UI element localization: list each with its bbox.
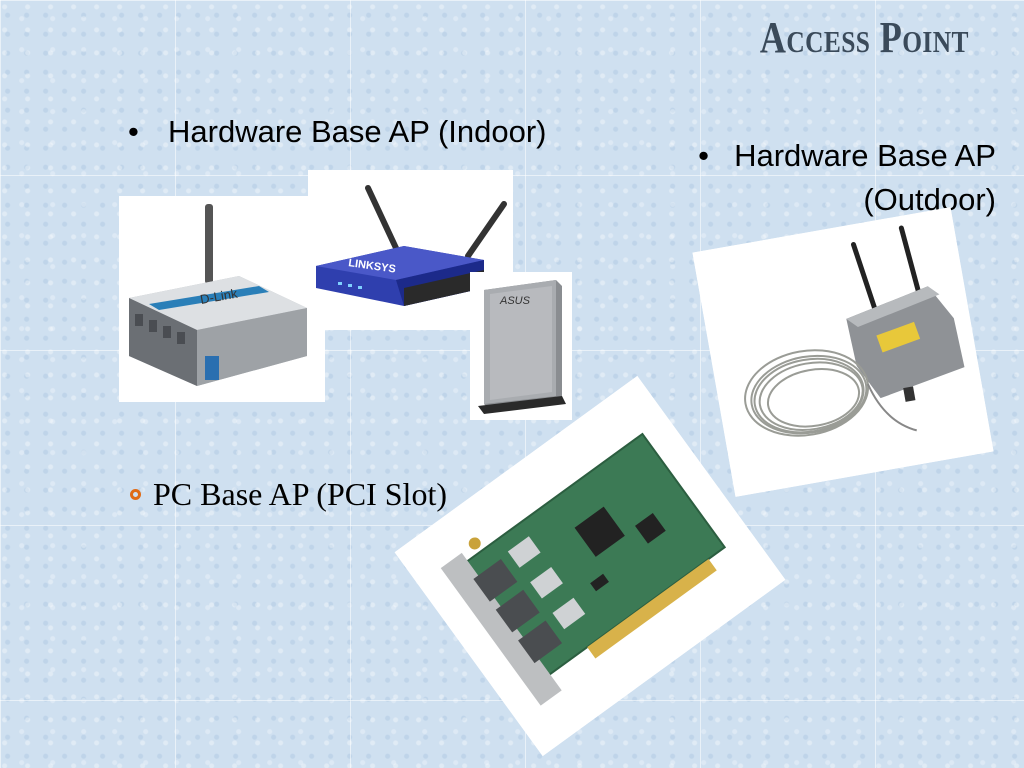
pci-card-image [394, 375, 786, 757]
bullet-indoor-text: Hardware Base AP (Indoor) [168, 114, 547, 149]
bullet-marker: • [698, 138, 709, 173]
bullet-outdoor-line1: Hardware Base AP [734, 138, 996, 173]
dlink-brand-label: D-Link [199, 286, 239, 307]
asus-ap-image: ASUS [470, 272, 572, 420]
slide-title: Access Point [760, 13, 969, 62]
bullet-marker: • [128, 114, 139, 149]
bullet-pci: PC Base AP (PCI Slot) [130, 476, 447, 513]
bullet-pci-text: PC Base AP (PCI Slot) [153, 476, 447, 512]
bullet-outdoor: •Hardware Base AP (Outdoor) [698, 134, 996, 222]
dlink-router-image: D-Link [119, 196, 325, 402]
bullet-indoor: • Hardware Base AP (Indoor) [128, 114, 547, 150]
outdoor-ap-image [692, 207, 994, 497]
asus-brand-label: ASUS [499, 295, 531, 307]
bullet-ring-icon [130, 489, 141, 500]
